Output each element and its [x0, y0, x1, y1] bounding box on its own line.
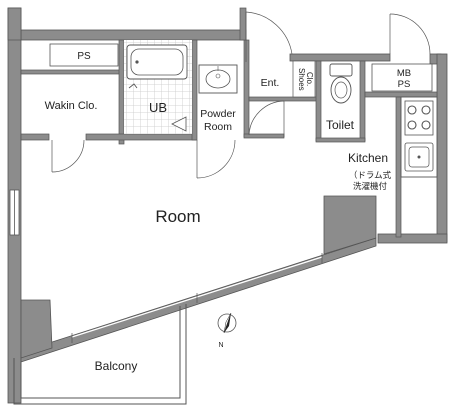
- balcony-label: Balcony: [95, 359, 138, 373]
- mbps-door: [389, 13, 431, 55]
- ps-closet: [49, 43, 119, 67]
- shoes-label-1: Shoes: [297, 68, 306, 91]
- kitchen-sink-icon: [404, 142, 434, 172]
- closet-door: [51, 139, 85, 173]
- shoes-closet: [292, 60, 316, 98]
- room-label: Room: [155, 207, 200, 226]
- sink-icon: [198, 64, 238, 94]
- window-frames: [71, 253, 323, 343]
- mbps-label-2: PS: [398, 79, 411, 90]
- toilet-icon: [329, 63, 353, 104]
- mbps-closet: [371, 63, 433, 92]
- stove-icon: [404, 100, 434, 136]
- ps-top-label: PS: [77, 51, 91, 62]
- entrance-door: [245, 11, 293, 62]
- balcony-outline: [13, 304, 187, 405]
- wakin-closet-label: Wakin Clo.: [45, 100, 98, 112]
- shoes-label-2: Clo.: [305, 72, 314, 86]
- north-label: N: [218, 342, 223, 349]
- kitchen-note-2: 洗濯機付: [353, 181, 388, 191]
- powder-door: [196, 139, 236, 179]
- north-compass-icon: [217, 312, 237, 334]
- powder-room-label-1: Powder: [200, 108, 236, 120]
- shower-icon: [128, 83, 138, 89]
- exterior-walls: [7, 7, 448, 404]
- entrance-label: Ent.: [261, 77, 280, 89]
- kitchen-note-1: （ドラム式: [349, 170, 392, 180]
- left-window: [9, 189, 20, 236]
- hall-door: [248, 100, 285, 137]
- ub-label: UB: [149, 100, 167, 115]
- bathtub-icon: [126, 44, 188, 80]
- toilet-label: Toilet: [326, 118, 355, 132]
- powder-room-label-2: Room: [204, 121, 232, 133]
- ub-door-arrow: [171, 116, 187, 132]
- kitchen-label: Kitchen: [348, 151, 388, 165]
- mbps-label-1: MB: [397, 68, 411, 79]
